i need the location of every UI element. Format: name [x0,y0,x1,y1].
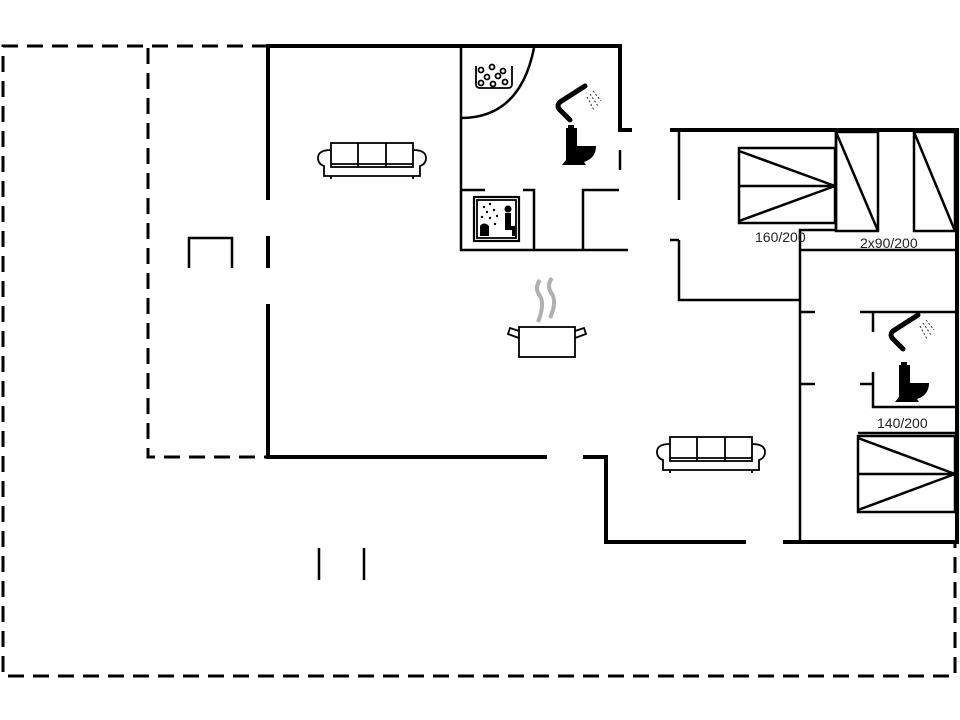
bed-icon [737,146,837,225]
outdoor-fixtures [187,236,366,580]
bathroom-walls [459,46,628,252]
shower-icon [888,312,935,352]
kitchen-pot-icon [506,276,588,358]
sauna-icon [472,195,521,243]
toilet-icon [895,362,929,402]
exterior-walls [266,44,959,544]
shower-icon [555,83,602,123]
sofa-icon [656,436,766,473]
terrace-outline [1,44,957,678]
bed-icon [856,434,957,514]
sofa-icon [317,142,427,179]
bed-size-label-140: 140/200 [877,415,928,431]
whirlpool-bath-icon [475,63,513,89]
toilet-icon [562,125,596,165]
bed-size-label-twin: 2x90/200 [860,235,918,251]
bedroom-walls [670,130,957,542]
bed-icon [834,130,957,233]
bed-size-label-160: 160/200 [755,229,806,245]
